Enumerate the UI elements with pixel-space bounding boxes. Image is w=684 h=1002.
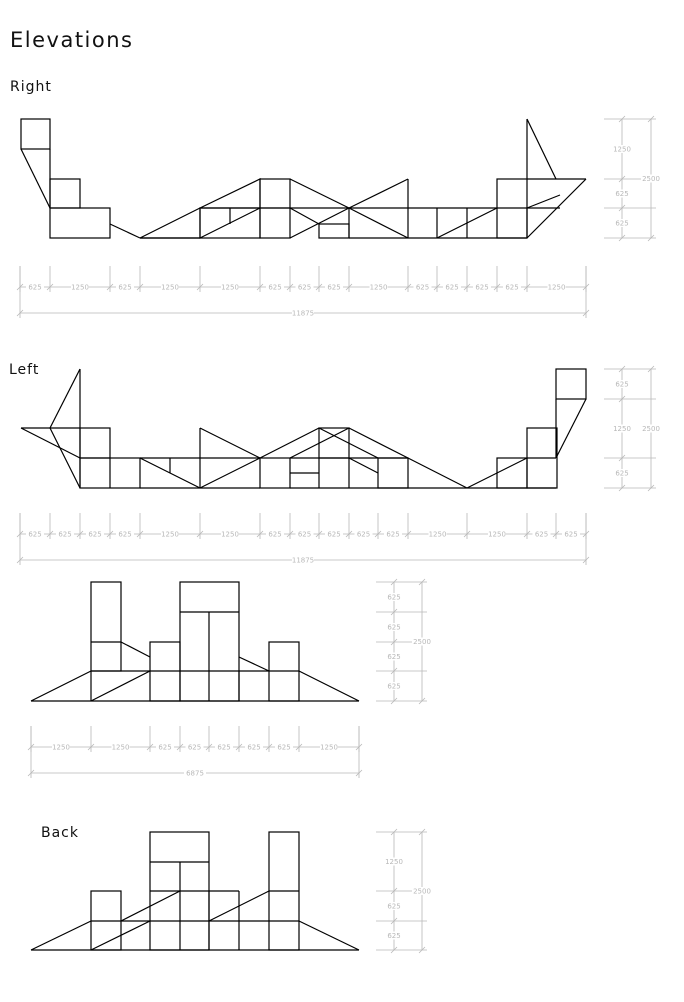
front-dim-total: 2500 <box>413 638 431 646</box>
left-dim-label: 1250 <box>613 425 631 433</box>
left-dim-label: 1250 <box>221 531 239 539</box>
right-elevation <box>20 118 587 239</box>
back-dim-label: 625 <box>387 903 400 911</box>
left-dim-label: 625 <box>564 531 577 539</box>
right-dim-label: 625 <box>505 284 518 292</box>
front-dim-label: 625 <box>158 744 171 752</box>
front-elevation <box>30 581 360 702</box>
left-dim-label: 1250 <box>429 531 447 539</box>
right-dim-label: 625 <box>327 284 340 292</box>
right-dim-label: 625 <box>118 284 131 292</box>
front-dim-label: 625 <box>387 624 400 632</box>
view-label-right: Right <box>10 79 52 95</box>
dimension-layer: 625 1250 625 1250 1250 625 625 625 1250 625 625 625… <box>16 115 661 954</box>
front-dim-label: 625 <box>188 744 201 752</box>
left-dim-label: 625 <box>28 531 41 539</box>
left-dim-label: 1250 <box>161 531 179 539</box>
front-dim-label: 625 <box>217 744 230 752</box>
page-title: Elevations <box>10 28 134 52</box>
view-label-back: Back <box>41 825 79 841</box>
left-dim-label: 1250 <box>488 531 506 539</box>
left-dim-label: 625 <box>535 531 548 539</box>
right-dim-label: 625 <box>475 284 488 292</box>
right-dim-total: 11875 <box>292 310 314 318</box>
left-dim-label: 625 <box>615 470 628 478</box>
back-dim-label: 625 <box>387 932 400 940</box>
left-dim-label: 625 <box>327 531 340 539</box>
right-dim-label: 625 <box>298 284 311 292</box>
left-dim-label: 625 <box>357 531 370 539</box>
left-dim-label: 625 <box>386 531 399 539</box>
right-dim-total: 2500 <box>642 175 660 183</box>
right-dim-label: 625 <box>445 284 458 292</box>
right-dim-label: 1250 <box>161 284 179 292</box>
front-dim-total: 6875 <box>186 770 204 778</box>
left-dim-label: 625 <box>298 531 311 539</box>
right-dim-label: 1250 <box>221 284 239 292</box>
front-dim-label: 625 <box>387 683 400 691</box>
back-elevation <box>30 831 360 951</box>
view-label-left: Left <box>9 362 40 378</box>
right-dim-label: 1250 <box>613 146 631 154</box>
left-dim-label: 625 <box>88 531 101 539</box>
right-dim-label: 1250 <box>548 284 566 292</box>
left-dim-total: 11875 <box>292 557 314 565</box>
right-dim-label: 625 <box>268 284 281 292</box>
right-dim-label: 1250 <box>71 284 89 292</box>
right-dim-label: 1250 <box>370 284 388 292</box>
left-dim-label: 625 <box>58 531 71 539</box>
left-dim-total: 2500 <box>642 425 660 433</box>
left-dim-label: 625 <box>268 531 281 539</box>
right-dim-label: 625 <box>416 284 429 292</box>
left-dim-label: 625 <box>118 531 131 539</box>
back-dim-total: 2500 <box>413 888 431 896</box>
left-elevation <box>20 368 587 489</box>
front-dim-label: 625 <box>247 744 260 752</box>
front-dim-label: 1250 <box>112 744 130 752</box>
front-dim-label: 625 <box>277 744 290 752</box>
right-dim-label: 625 <box>615 220 628 228</box>
right-dim-label: 625 <box>28 284 41 292</box>
back-dim-label: 1250 <box>385 858 403 866</box>
right-dim-label: 625 <box>615 190 628 198</box>
front-dim-label: 625 <box>387 653 400 661</box>
front-dim-label: 625 <box>387 594 400 602</box>
front-dim-label: 1250 <box>320 744 338 752</box>
left-dim-label: 625 <box>615 381 628 389</box>
front-dim-label: 1250 <box>52 744 70 752</box>
